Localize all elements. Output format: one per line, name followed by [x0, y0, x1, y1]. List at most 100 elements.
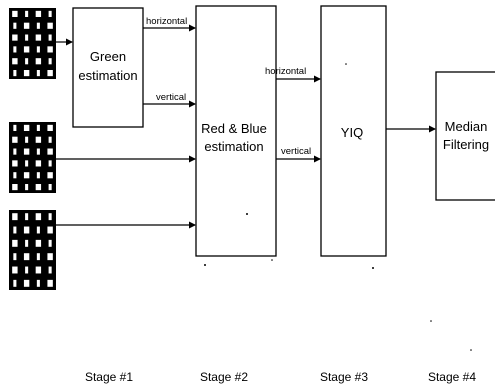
stage-label-1: Stage #1: [85, 370, 133, 384]
bayer-cell: [24, 23, 29, 29]
bayer-cell: [47, 280, 52, 287]
bayer-cell: [13, 46, 16, 52]
redblue-estimation-label-line2: estimation: [204, 139, 263, 154]
bayer-cell: [12, 137, 17, 143]
green-estimation-label-line1: Green: [90, 49, 126, 64]
bayer-grid-2: [9, 122, 56, 193]
bayer-cell: [25, 213, 28, 220]
bayer-cell: [25, 137, 28, 143]
edge-label-vertical-1: vertical: [156, 92, 186, 103]
bayer-cell: [47, 172, 52, 178]
bayer-cell: [36, 137, 41, 143]
edge-label-horizontal-2: horizontal: [265, 66, 306, 77]
bayer-cell: [24, 70, 29, 76]
bayer-cell: [25, 11, 28, 17]
bayer-cell: [37, 46, 40, 52]
bayer-cell: [24, 253, 29, 260]
speck: [345, 63, 347, 65]
bayer-cell: [12, 213, 17, 220]
speck: [430, 320, 432, 322]
bayer-cell: [36, 184, 41, 190]
bayer-cell: [36, 11, 41, 17]
median-filtering-label-line2: Filtering: [443, 137, 489, 152]
bayer-cell: [25, 160, 28, 166]
bayer-cell: [12, 58, 17, 64]
bayer-cell: [37, 125, 40, 131]
speck: [271, 259, 273, 261]
stage-label-3: Stage #3: [320, 370, 368, 384]
stage-label-2: Stage #2: [200, 370, 248, 384]
bayer-cell: [13, 172, 16, 178]
bayer-cell: [47, 149, 52, 155]
bayer-grid-3: [9, 210, 56, 290]
bayer-cell: [37, 23, 40, 29]
bayer-grid-background: [9, 210, 56, 290]
bayer-cell: [25, 58, 28, 64]
bayer-cell: [49, 137, 52, 143]
bayer-cell: [36, 240, 41, 247]
bayer-cell: [37, 253, 40, 260]
bayer-input-patterns: [9, 8, 56, 290]
bayer-cell: [37, 280, 40, 287]
bayer-cell: [36, 35, 41, 41]
redblue-estimation-label-line1: Red & Blue: [201, 121, 267, 136]
bayer-cell: [13, 23, 16, 29]
bayer-cell: [12, 240, 17, 247]
bayer-cell: [13, 149, 16, 155]
speck: [470, 349, 472, 351]
bayer-cell: [24, 46, 29, 52]
median-filtering-block: [436, 72, 495, 200]
speck: [246, 213, 248, 215]
bayer-cell: [24, 125, 29, 131]
bayer-cell: [49, 11, 52, 17]
bayer-cell: [49, 184, 52, 190]
bayer-cell: [47, 23, 52, 29]
bayer-cell: [37, 70, 40, 76]
bayer-cell: [49, 58, 52, 64]
bayer-cell: [37, 149, 40, 155]
bayer-cell: [49, 160, 52, 166]
green-estimation-label-line2: estimation: [78, 68, 137, 83]
bayer-cell: [12, 11, 17, 17]
bayer-grid-1: [9, 8, 56, 79]
edge-label-vertical-2: vertical: [281, 146, 311, 157]
bayer-cell: [13, 253, 16, 260]
bayer-cell: [12, 184, 17, 190]
bayer-cell: [13, 227, 16, 234]
bayer-cell: [12, 35, 17, 41]
speck: [204, 264, 206, 266]
bayer-cell: [36, 160, 41, 166]
bayer-cell: [13, 280, 16, 287]
bayer-cell: [37, 172, 40, 178]
yiq-label: YIQ: [341, 125, 363, 140]
bayer-cell: [13, 125, 16, 131]
bayer-cell: [47, 70, 52, 76]
bayer-cell: [36, 267, 41, 274]
bayer-cell: [49, 213, 52, 220]
median-filtering-label-line1: Median: [445, 119, 488, 134]
bayer-cell: [49, 35, 52, 41]
bayer-cell: [25, 184, 28, 190]
bayer-cell: [49, 240, 52, 247]
bayer-cell: [24, 280, 29, 287]
bayer-cell: [24, 172, 29, 178]
bayer-grid-background: [9, 122, 56, 193]
bayer-cell: [36, 213, 41, 220]
bayer-cell: [36, 58, 41, 64]
speck: [372, 267, 374, 269]
bayer-cell: [47, 46, 52, 52]
bayer-cell: [37, 227, 40, 234]
bayer-cell: [25, 240, 28, 247]
edge-label-horizontal-1: horizontal: [146, 16, 187, 27]
bayer-cell: [49, 267, 52, 274]
bayer-cell: [47, 253, 52, 260]
bayer-cell: [12, 267, 17, 274]
bayer-cell: [25, 267, 28, 274]
bayer-cell: [12, 160, 17, 166]
stage-label-4: Stage #4: [428, 370, 476, 384]
bayer-cell: [47, 227, 52, 234]
bayer-cell: [24, 227, 29, 234]
bayer-cell: [13, 70, 16, 76]
bayer-cell: [24, 149, 29, 155]
